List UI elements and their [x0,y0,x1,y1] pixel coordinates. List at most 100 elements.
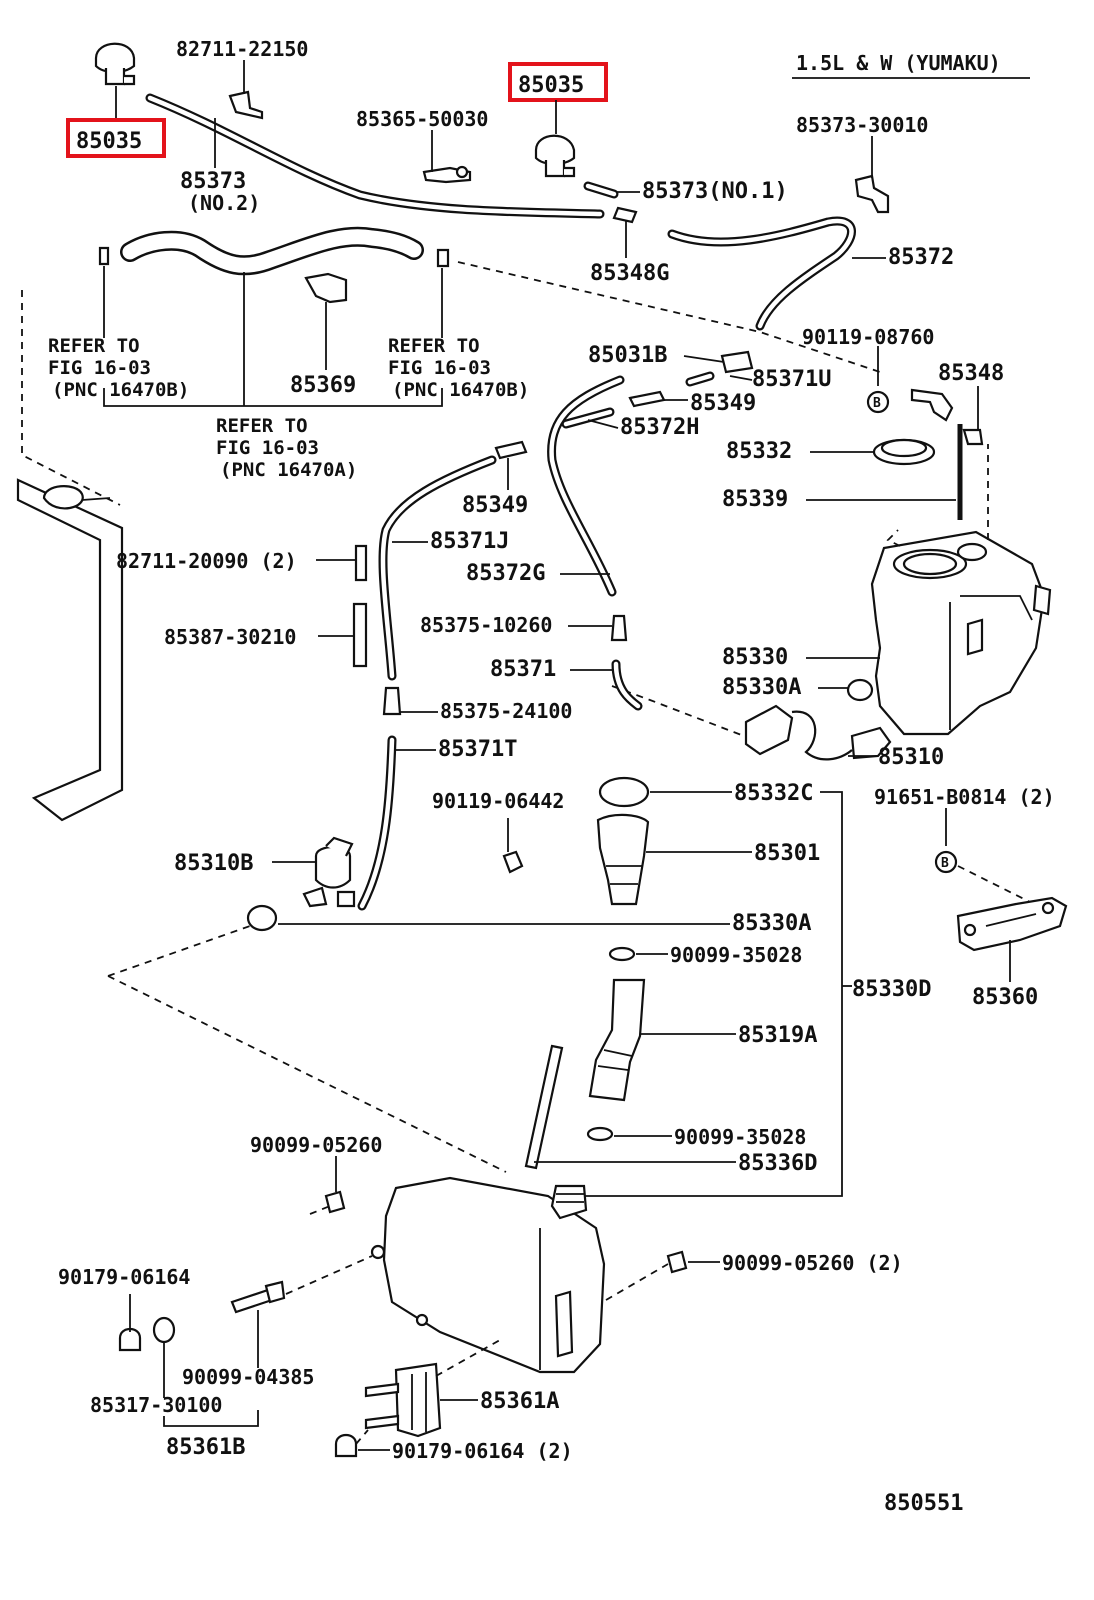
part-label: 85330D [852,977,931,1002]
part-label: 85371 [490,657,556,682]
hood-hose [120,226,424,276]
part-label: 91651-B0814 (2) [874,785,1055,809]
joint-85348g [612,206,638,258]
cap-85332c [598,776,650,808]
part-label: 85330A [722,675,801,700]
bracket-85373-30010 [854,136,890,214]
clip-left-refer [98,246,110,338]
part-label: 90119-08760 [802,325,934,349]
refer-lower-line3: (PNC 16470A) [220,459,357,481]
part-label: 90119-06442 [432,789,564,813]
part-label: 85369 [290,373,356,398]
part-label: (NO.2) [188,191,260,215]
part-label: 90099-35028 [670,943,802,967]
part-label: 85336D [738,1151,817,1176]
clip-82711-22150 [228,60,264,120]
pump-85310b [302,836,356,908]
part-label: 85372 [888,245,954,270]
hose-85319a [588,978,646,1102]
part-label: 85348 [938,361,1004,386]
part-label: 85301 [754,841,820,866]
grommet-85330a-upper [846,678,874,702]
refer-lower-line1: REFER TO [216,415,308,437]
part-label: 85373 [180,169,246,194]
part-label: 85349 [690,391,756,416]
part-label: 90099-05260 [250,1133,382,1157]
nut-90179-06164 [118,1294,142,1352]
part-label: 90099-05260 (2) [722,1251,903,1275]
highlight-box-nozzle-left [66,118,166,158]
filler-85301 [596,813,650,906]
clamp-90099-35028-lower [586,1126,614,1142]
part-label: 85375-10260 [420,613,552,637]
part-label: 85332C [734,781,813,806]
refer-left-line2: FIG 16-03 [48,357,151,379]
refer-left-line1: REFER TO [48,335,140,357]
joint-85375-24100 [382,686,402,716]
part-label-nozzle-left: 85035 [76,129,142,154]
part-label: 85361A [480,1389,559,1414]
pump-85310 [744,704,892,761]
tank-85330 [870,530,1052,736]
grommet-85317-30100 [152,1316,176,1398]
refer-mid-line3: (PNC 16470B) [392,379,529,401]
clamp-90099-35028-upper [608,946,636,962]
part-label: 85365-50030 [356,107,488,131]
part-label: 85373(NO.1) [642,179,788,204]
clip-85387-30210 [352,602,368,668]
bracket-85361a [364,1362,442,1438]
part-label: 85372G [466,561,545,586]
callout-symbol: B [941,856,949,871]
tube-85336d [524,1044,564,1170]
assembly-bracket-85330d [558,791,843,1197]
grommet-85330a-lower [246,904,278,932]
part-label: 90099-35028 [674,1125,806,1149]
clip-85369 [304,272,348,370]
part-label: 85372H [620,415,699,440]
part-label: 85373-30010 [796,113,928,137]
refer-lower-line2: FIG 16-03 [216,437,319,459]
washer-nozzle-right [534,100,576,178]
callout-symbol: B [873,396,881,411]
clip-82711-20090 [354,544,368,582]
valve-85031b [685,350,754,387]
part-label: 85031B [588,343,667,368]
part-label: 85375-24100 [440,699,572,723]
nut-90099-05260-2 [666,1250,688,1274]
part-label: 85317-30100 [90,1393,222,1417]
refer-mid-line2: FIG 16-03 [388,357,491,379]
part-label: 90179-06164 [58,1265,190,1289]
highlight-box-nozzle-right [508,62,608,102]
refer-left-line3: (PNC 16470B) [52,379,189,401]
bolt-90099-04385 [230,1280,286,1368]
part-label: 85339 [722,487,788,512]
nut-90099-05260 [324,1156,346,1214]
elbow-85348 [910,388,984,446]
part-label: 85348G [590,261,669,286]
nut-90179-06164-2 [334,1433,358,1458]
part-label: 82711-20090 (2) [116,549,297,573]
variant-note: 1.5L & W (YUMAKU) [796,51,1001,75]
bolt-90119-06442 [502,818,524,874]
part-label: 85310B [174,851,253,876]
part-label: 85349 [462,493,528,518]
part-label: 90179-06164 (2) [392,1439,573,1463]
part-label: 85330A [732,911,811,936]
part-label: 85319A [738,1023,817,1048]
refer-mid-line1: REFER TO [388,335,480,357]
part-label: 85330 [722,645,788,670]
part-label: 90099-04385 [182,1365,314,1389]
figure-number: 850551 [884,1491,963,1516]
joint-85349-mid [494,440,528,490]
part-label: 85310 [878,745,944,770]
part-label: 85371T [438,737,517,762]
tank-lower [370,1176,606,1374]
part-label: 85360 [972,985,1038,1010]
washer-nozzle-left [94,42,136,120]
part-label: 85371J [430,529,509,554]
part-label: 85371U [752,367,831,392]
clip-right-refer [436,248,450,338]
bracket-85360 [956,896,1068,982]
body-panel [16,290,124,822]
